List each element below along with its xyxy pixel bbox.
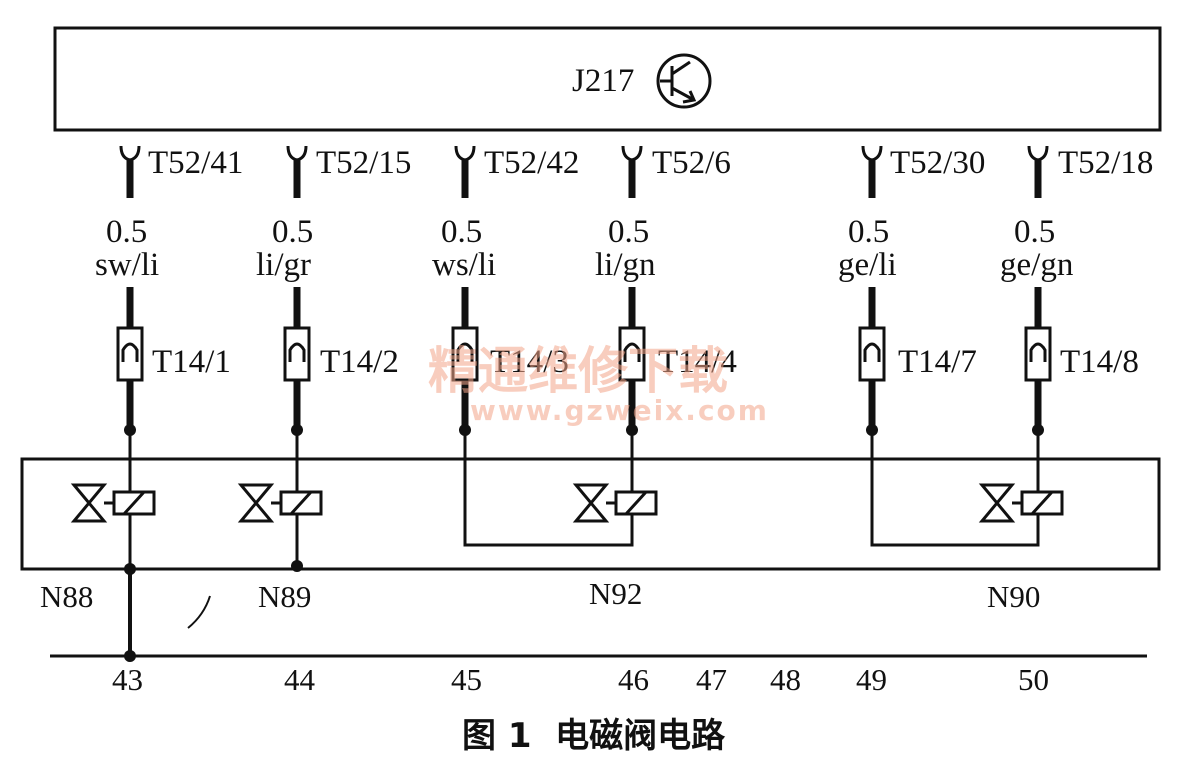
plug-contact-icon [288, 342, 306, 362]
position-number: 44 [284, 662, 316, 697]
figure-caption: 图 1 电磁阀电路 [462, 716, 726, 756]
plug-label: T14/4 [658, 344, 737, 380]
plug-connectors: T14/1 T14/2 T14/3 T14/4 T14/7 T14/8 [116, 287, 1139, 436]
valve-label-n89: N89 [258, 579, 311, 614]
pin-label: T52/41 [148, 145, 243, 181]
wire-gauge: 0.5 [848, 214, 889, 250]
control-unit-label: J217 [572, 63, 634, 99]
wire-gauge: 0.5 [608, 214, 649, 250]
valve-icon [572, 483, 610, 523]
pin-connector-icon [119, 145, 141, 162]
plug-contact-icon [121, 342, 139, 362]
junction-dot [124, 650, 136, 662]
valve-icon [70, 483, 108, 523]
coil-diagonal [1030, 490, 1054, 516]
position-number: 48 [770, 662, 801, 697]
transistor-icon [656, 53, 712, 109]
wire-color-code: ws/li [432, 247, 496, 283]
valve-symbols [70, 430, 1064, 572]
coil-diagonal [624, 490, 648, 516]
plug-contact-icon [863, 342, 881, 362]
pin-label: T52/15 [316, 145, 411, 181]
wire-gauge: 0.5 [272, 214, 313, 250]
valve-icon [237, 483, 275, 523]
pin-label: T52/18 [1058, 145, 1153, 181]
position-number: 47 [696, 662, 727, 697]
position-number: 43 [112, 662, 143, 697]
pin-label: T52/6 [652, 145, 731, 181]
junction-dot [124, 563, 136, 575]
position-number: 50 [1018, 662, 1049, 697]
junction-dot [291, 560, 303, 572]
wire-color-code: ge/li [838, 247, 897, 283]
valve-block [20, 457, 1161, 571]
valve-label-n88: N88 [40, 579, 93, 614]
valve-label-n92: N92 [589, 576, 642, 611]
plug-contact-icon [623, 342, 641, 362]
pin-connector-icon [1027, 145, 1049, 162]
pin-connector-icon [621, 145, 643, 162]
wire-color-code: li/gr [256, 247, 311, 283]
wire-color-code: li/gn [595, 247, 656, 283]
position-number: 46 [618, 662, 649, 697]
pin-connector-icon [286, 145, 308, 162]
watermark-text: 精通维修下载 [428, 342, 728, 400]
position-number: 45 [451, 662, 482, 697]
valve-icon [978, 483, 1016, 523]
watermark-url: www.gzweix.com [470, 394, 769, 427]
plug-contact-icon [1029, 342, 1047, 362]
valve-label-n90: N90 [987, 579, 1040, 614]
control-unit-box [53, 26, 1162, 132]
coil-diagonal [122, 490, 146, 516]
wire-gauge: 0.5 [441, 214, 482, 250]
pin-label: T52/30 [890, 145, 985, 181]
pin-connector-icon [861, 145, 883, 162]
plug-label: T14/8 [1060, 344, 1139, 380]
plug-contact-icon [456, 342, 474, 362]
plug-label: T14/2 [320, 344, 399, 380]
position-number: 49 [856, 662, 887, 697]
wire-labels: 0.5sw/li0.5li/gr0.5ws/li0.5li/gn0.5ge/li… [95, 214, 1073, 283]
wire-gauge: 0.5 [1014, 214, 1055, 250]
wire-gauge: 0.5 [106, 214, 147, 250]
plug-label: T14/1 [152, 344, 231, 380]
control-unit-pins: T52/41 T52/15 T52/42 T52/6 T52/30 T52/18 [119, 145, 1153, 198]
pin-label: T52/42 [484, 145, 579, 181]
plug-label: T14/7 [898, 344, 977, 380]
valve-wire-loop [463, 430, 634, 547]
wire-color-code: sw/li [95, 247, 159, 283]
wire-color-code: ge/gn [1000, 247, 1073, 283]
coil-diagonal [289, 490, 313, 516]
pin-connector-icon [454, 145, 476, 162]
plug-label: T14/3 [490, 344, 569, 380]
valve-wire-loop [870, 430, 1040, 547]
stray-mark [187, 595, 211, 629]
